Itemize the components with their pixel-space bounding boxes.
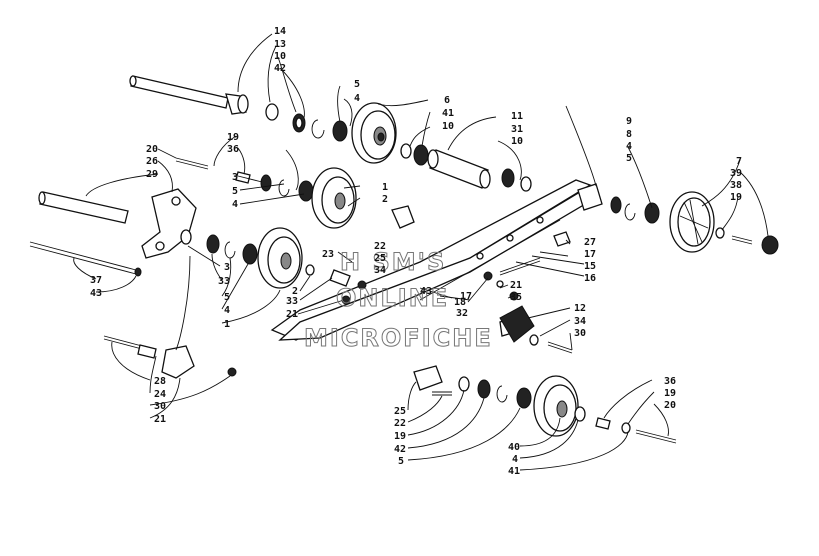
top-spacer-parts bbox=[400, 143, 532, 192]
callout-label: 31 bbox=[511, 124, 523, 135]
callout-label: 4 bbox=[232, 199, 238, 210]
callout-label: 11 bbox=[511, 111, 523, 122]
leader-lines bbox=[73, 33, 769, 471]
callout-label: 5 bbox=[232, 186, 238, 197]
callout-label: 24 bbox=[154, 389, 166, 400]
watermark-line-1: H SM'S bbox=[340, 248, 446, 276]
callout-label: 15 bbox=[584, 261, 596, 272]
callout-label: 4 bbox=[626, 141, 632, 152]
bottom-bracket bbox=[413, 365, 532, 409]
callout-label: 28 bbox=[154, 376, 166, 387]
callout-label: 6 bbox=[444, 95, 450, 106]
callout-label: 17 bbox=[584, 249, 596, 260]
callout-label: 33 bbox=[218, 276, 230, 287]
slider-block bbox=[499, 305, 573, 354]
callout-label: 5 bbox=[626, 153, 632, 164]
callout-label: 10 bbox=[511, 136, 523, 147]
watermark-line-2: ONLINE bbox=[336, 284, 449, 312]
slide-rail bbox=[270, 179, 593, 341]
callout-label: 16 bbox=[584, 273, 596, 284]
callout-label: 17 bbox=[460, 291, 472, 302]
bottom-wheel bbox=[533, 375, 677, 444]
callout-label: 22 bbox=[374, 241, 386, 252]
callout-label: 10 bbox=[274, 51, 286, 62]
callout-label: 19 bbox=[664, 388, 676, 399]
callout-label: 7 bbox=[736, 156, 742, 167]
callout-label: 40 bbox=[508, 442, 520, 453]
callout-label: 21 bbox=[286, 309, 298, 320]
callout-label: 4 bbox=[512, 454, 518, 465]
callout-label: 13 bbox=[274, 39, 286, 50]
callout-label: 36 bbox=[227, 144, 239, 155]
right-wheel-hardware bbox=[577, 183, 660, 224]
callout-label: 1 bbox=[224, 319, 230, 330]
upper-wheel bbox=[311, 167, 357, 229]
callout-label: 8 bbox=[626, 129, 632, 140]
watermark-line-3: MICROFICHE bbox=[304, 324, 493, 352]
callout-label: 18 bbox=[454, 297, 466, 308]
callout-label: 43 bbox=[90, 288, 102, 299]
callout-label: 42 bbox=[394, 444, 406, 455]
top-idler-wheel bbox=[351, 102, 397, 164]
callout-label: 19 bbox=[227, 132, 239, 143]
callout-label: 23 bbox=[322, 249, 334, 260]
callout-label: 39 bbox=[730, 168, 742, 179]
callout-label: 10 bbox=[442, 121, 454, 132]
callout-label: 34 bbox=[374, 265, 386, 276]
callout-label: 21 bbox=[510, 280, 522, 291]
callout-label: 36 bbox=[664, 376, 676, 387]
callout-label: 43 bbox=[420, 286, 432, 297]
callout-label: 30 bbox=[574, 328, 586, 339]
lower-wheel bbox=[257, 227, 303, 289]
callout-label: 27 bbox=[584, 237, 596, 248]
callout-label: 35 bbox=[510, 292, 522, 303]
callout-label: 4 bbox=[354, 93, 360, 104]
callout-label: 25 bbox=[374, 253, 386, 264]
lower-left-parts bbox=[180, 229, 258, 265]
callout-label: 25 bbox=[394, 406, 406, 417]
callout-label: 37 bbox=[90, 275, 102, 286]
callout-label: 26 bbox=[146, 156, 158, 167]
callout-label: 20 bbox=[664, 400, 676, 411]
top-axle bbox=[129, 75, 249, 115]
callout-label: 4 bbox=[224, 305, 230, 316]
callout-label: 41 bbox=[508, 466, 520, 477]
callout-label: 21 bbox=[154, 414, 166, 425]
callout-label: 42 bbox=[274, 63, 286, 74]
right-wheel bbox=[669, 191, 779, 255]
callout-label: 19 bbox=[730, 192, 742, 203]
callout-label: 34 bbox=[574, 316, 586, 327]
callout-label: 1 bbox=[382, 182, 388, 193]
callout-label: 5 bbox=[224, 292, 230, 303]
callout-label: 33 bbox=[286, 296, 298, 307]
left-shaft bbox=[38, 191, 129, 224]
callout-label: 30 bbox=[154, 401, 166, 412]
callout-label: 19 bbox=[394, 431, 406, 442]
callout-label: 12 bbox=[574, 303, 586, 314]
callout-label: 5 bbox=[398, 456, 404, 467]
callout-label: 2 bbox=[382, 194, 388, 205]
top-washer-stack bbox=[265, 103, 348, 142]
callout-label: 38 bbox=[730, 180, 742, 191]
left-long-bolt bbox=[29, 241, 142, 277]
callout-label: 3 bbox=[224, 262, 230, 273]
left-bracket bbox=[141, 188, 197, 259]
callout-label: 3 bbox=[232, 172, 238, 183]
callout-label: 2 bbox=[292, 286, 298, 297]
bottom-left-bracket bbox=[103, 335, 237, 379]
watermark: H SM'S ONLINE MICROFICHE bbox=[304, 248, 493, 353]
callout-label: 41 bbox=[442, 108, 454, 119]
callout-label: 29 bbox=[146, 169, 158, 180]
callout-labels: 14 13 10 42 5 4 6 41 10 11 31 10 20 26 2… bbox=[90, 26, 742, 477]
callout-label: 32 bbox=[456, 308, 468, 319]
callout-label: 14 bbox=[274, 26, 286, 37]
callout-label: 20 bbox=[146, 144, 158, 155]
callout-label: 9 bbox=[626, 116, 632, 127]
callout-label: 5 bbox=[354, 79, 360, 90]
callout-label: 22 bbox=[394, 418, 406, 429]
